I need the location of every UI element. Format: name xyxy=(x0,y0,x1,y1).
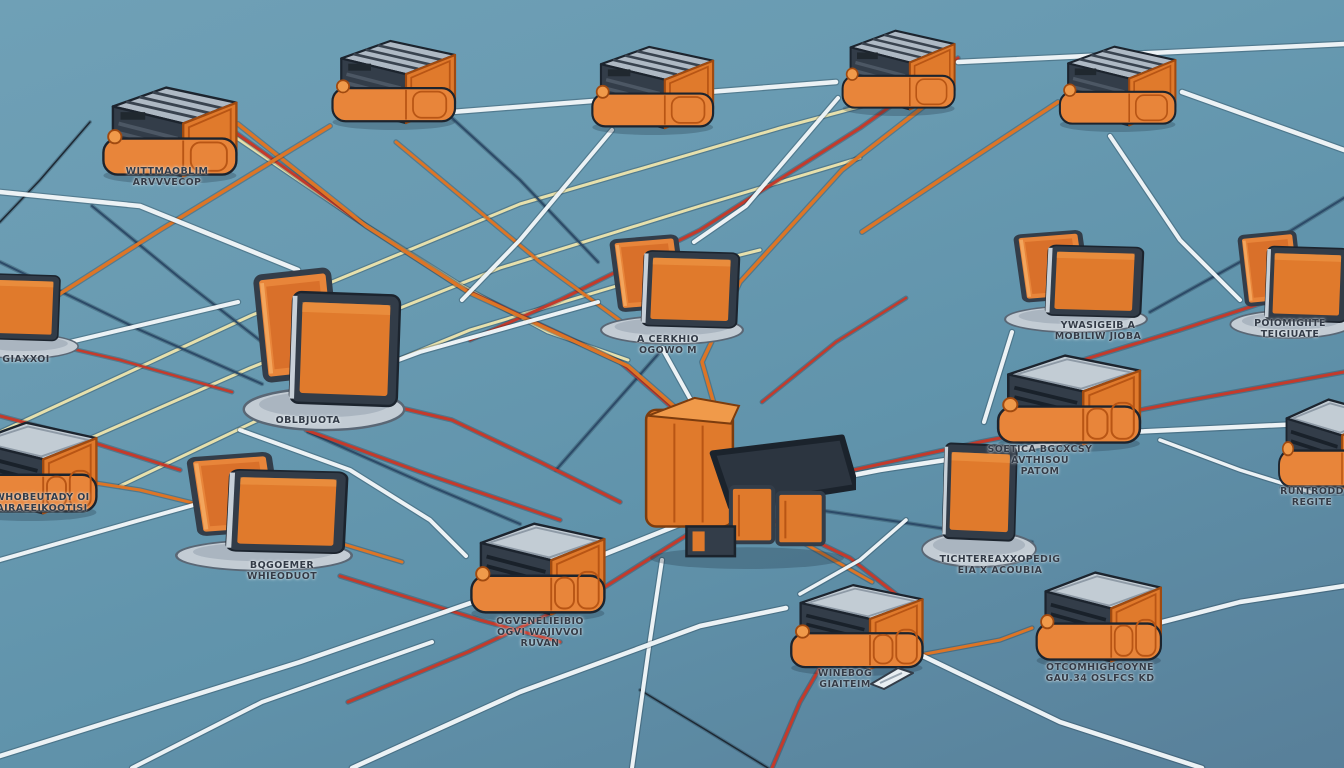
monitors-left xyxy=(238,258,410,436)
printer-right-edge xyxy=(1270,392,1344,496)
server-top-left xyxy=(92,80,244,184)
monitor-mid-right xyxy=(918,420,1040,572)
server-top-2 xyxy=(322,34,462,130)
white-wedge xyxy=(868,664,916,692)
printer-far-bottom-right xyxy=(1026,565,1168,669)
server-top-4 xyxy=(833,24,961,116)
printer-right xyxy=(986,348,1148,452)
server-top-5 xyxy=(1050,40,1182,132)
monitors-center xyxy=(596,228,748,348)
printer-left-edge xyxy=(0,415,104,521)
monitors-bottom-left xyxy=(170,445,358,575)
printer-bottom-right xyxy=(780,578,930,676)
monitor-left-edge xyxy=(0,258,82,362)
monitor-left-edge-label: GIAXXOI xyxy=(2,354,50,365)
central-hub xyxy=(634,392,856,570)
monitors-left-label: OBLBJUOTA xyxy=(275,415,341,426)
monitors-far-right xyxy=(1226,224,1344,342)
server-top-3 xyxy=(582,40,720,135)
monitors-right xyxy=(1000,224,1152,336)
printer-bottom-center xyxy=(460,516,612,622)
